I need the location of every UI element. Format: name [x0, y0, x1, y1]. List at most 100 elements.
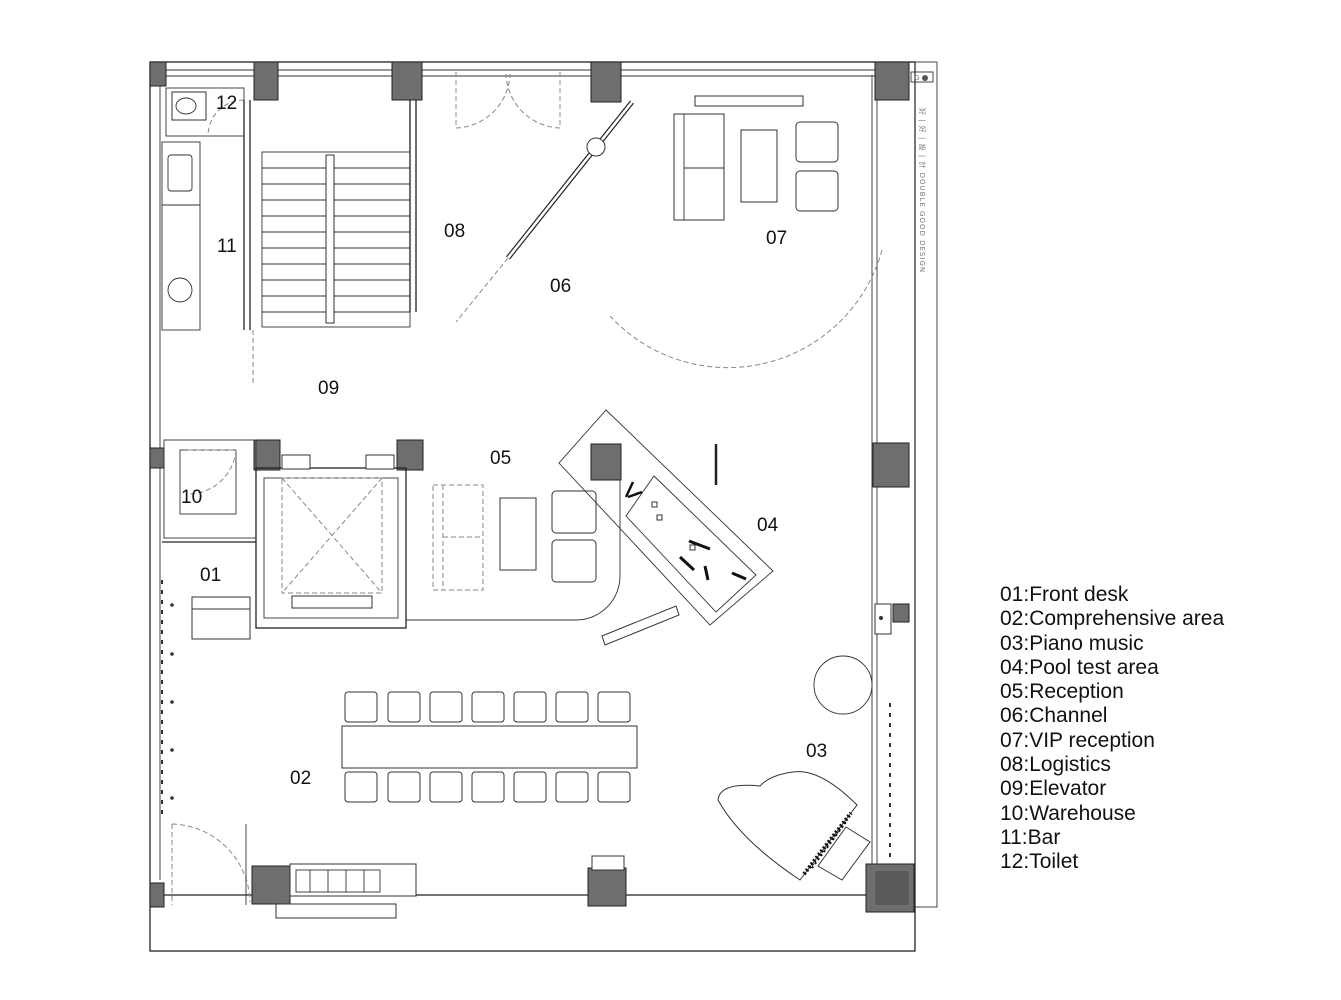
reception-sofa: [432, 484, 484, 591]
brand-logo-frame: [910, 71, 934, 83]
reception-armchair: [551, 539, 597, 583]
brand-logo-dot: [922, 75, 928, 81]
vip-armchair: [795, 121, 839, 163]
south-entrance-door: [171, 823, 251, 905]
column: [874, 61, 910, 101]
elevator-core: [255, 467, 407, 629]
reception-curved-wall: [406, 480, 621, 621]
zone-label-12: 12: [216, 93, 237, 114]
piano-keyboard: [802, 811, 853, 876]
toilet-door-swing: [207, 99, 245, 137]
legend-item: 05:Reception: [1000, 680, 1124, 704]
column: [590, 61, 622, 103]
zone-label-08: 08: [444, 221, 465, 242]
column: [253, 439, 281, 471]
partition-swing: [455, 257, 509, 323]
reception-coffee-table: [499, 497, 537, 571]
zone-label-04: 04: [757, 515, 779, 536]
pool-balls-cues: [624, 481, 747, 581]
elevator-car: [281, 477, 383, 594]
toilet-fixture: [171, 91, 207, 121]
legend-item: 02:Comprehensive area: [1000, 607, 1225, 631]
legend-item: 12:Toilet: [1000, 850, 1079, 874]
east-wall-pillar: [874, 603, 892, 635]
grand-piano: [717, 771, 858, 881]
column: [149, 61, 167, 87]
pivot-partition-fill: [506, 101, 634, 259]
east-wall-outlet: [879, 616, 883, 620]
stair: [261, 151, 411, 328]
vip-tv-cabinet: [694, 95, 804, 107]
bar-sink: [167, 154, 193, 192]
column: [396, 439, 424, 471]
west-wall-fixtures: [161, 580, 174, 820]
column: [253, 61, 279, 101]
vip-curved-counter: [657, 211, 853, 292]
vip-curved-screen: [609, 249, 883, 369]
column-core: [875, 871, 909, 905]
stair-handrail: [325, 154, 335, 324]
legend-item: 03:Piano music: [1000, 631, 1144, 655]
column: [251, 865, 291, 905]
south-counter: [289, 863, 417, 897]
conference-table: [341, 725, 638, 769]
column: [149, 882, 165, 908]
zone-label-05: 05: [490, 448, 511, 469]
entrance-door-right: [505, 72, 561, 129]
elevator-cross: [281, 477, 383, 594]
legend-item: 07:VIP reception: [1000, 728, 1155, 752]
column: [590, 443, 622, 481]
south-planter: [591, 855, 625, 871]
zone-label-09: 09: [318, 378, 339, 399]
conference-chairs-bottom: [344, 771, 631, 803]
zone-label-10: 10: [181, 487, 202, 508]
legend-item: 01:Front desk: [1000, 583, 1129, 606]
legend-item: 08:Logistics: [1000, 753, 1111, 777]
pivot-point: [586, 137, 606, 157]
zone-label-11: 11: [217, 236, 237, 257]
vip-curved-counter-fill: [657, 211, 854, 293]
vip-sofa: [673, 113, 725, 221]
front-desk-counter: [191, 596, 251, 640]
legend-item: 09:Elevator: [1000, 777, 1107, 801]
south-counter-shelf: [295, 869, 381, 893]
brand-vertical-text: 好 | 好 | 設 | 計 DOUBLE GOOD DESIGN: [918, 108, 927, 273]
brand-logo: G: [914, 74, 920, 82]
legend-item: 04:Pool test area: [1000, 655, 1159, 679]
pool-bench: [601, 605, 680, 646]
pool-table-bed: [625, 475, 757, 613]
south-bench: [275, 903, 397, 919]
east-window-frame: [914, 61, 938, 908]
conference-chairs-top: [344, 691, 631, 723]
column: [587, 867, 627, 907]
elevator-wall-stub: [365, 454, 395, 470]
legend-item: 06:Channel: [1000, 704, 1108, 728]
column: [391, 61, 423, 101]
piano-stool-round: [813, 655, 873, 715]
zone-label-02: 02: [290, 768, 311, 789]
vip-coffee-table: [740, 129, 778, 203]
warehouse-door: [187, 449, 237, 495]
elevator-door: [291, 595, 373, 609]
zone-label-01: 01: [200, 565, 221, 586]
bar-counter: [161, 141, 201, 331]
toilet-bowl: [175, 97, 197, 115]
zone-label-06: 06: [550, 276, 571, 297]
bar-basin: [167, 277, 193, 303]
piano-bench: [817, 826, 871, 881]
zone-label-07: 07: [766, 228, 787, 249]
elevator-wall-stub: [281, 454, 311, 470]
column: [149, 447, 165, 469]
vip-armchair: [795, 170, 839, 212]
entrance-door-left: [455, 72, 511, 129]
stair-treads: [262, 167, 410, 313]
legend-item: 11:Bar: [1000, 825, 1061, 849]
column: [872, 442, 910, 488]
pool-table-outline: [558, 409, 774, 626]
legend-item: 10:Warehouse: [1000, 801, 1136, 825]
zone-label-03: 03: [806, 741, 827, 762]
reception-armchair: [551, 490, 597, 534]
column: [892, 603, 910, 623]
legend: 01:Front desk 02:Comprehensive area 03:P…: [1000, 583, 1224, 875]
